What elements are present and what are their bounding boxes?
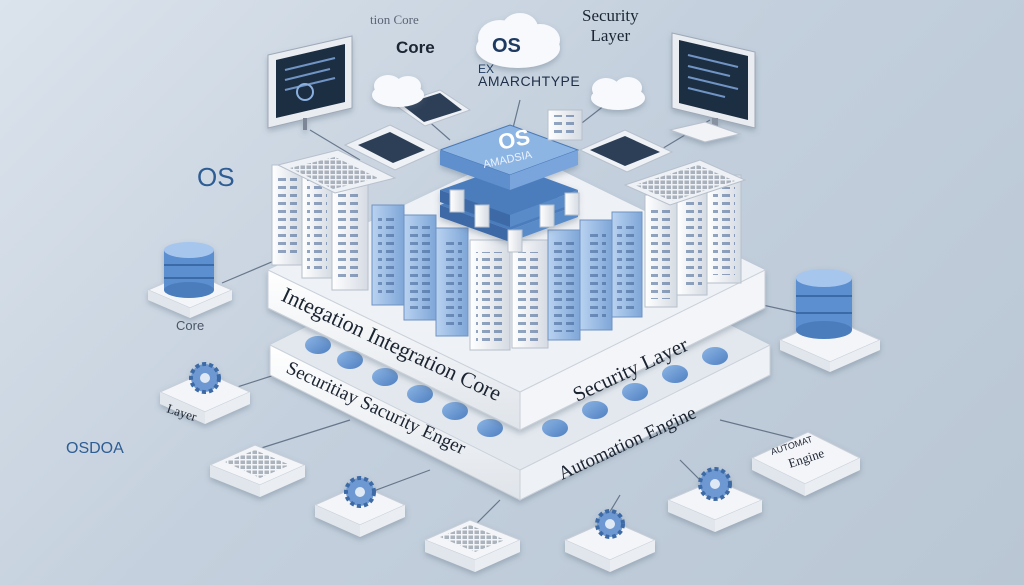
node-gear-1 [313,476,407,537]
node-gear-3 [666,467,764,532]
small-node [507,229,523,253]
small-node [564,192,580,216]
small-node [449,189,465,213]
server-racks [271,149,747,351]
database-node-left [146,242,234,318]
server-rack-icon [331,179,369,291]
cloud-ex-label: EX [478,62,494,76]
server-rack-icon [511,239,549,349]
node-engine [750,431,862,496]
monitor-icon [668,32,756,143]
server-rack-icon [676,184,708,296]
server-rack-icon [435,227,469,337]
server-rack-icon [469,239,511,351]
keyboard-icon [635,165,735,201]
node-keyboard-left [208,444,307,497]
keyboard-icon [440,525,505,552]
security-layer-caption: Security Layer [582,6,639,46]
node-layer [158,362,252,424]
server-rack-icon [547,229,581,341]
server-rack-icon [403,214,437,321]
keyboard-icon [290,157,378,189]
os-label: OS [197,162,235,192]
amarchtype-caption: AMARCHTYPE [478,73,581,89]
keyboard-icon [225,450,290,478]
server-rack-icon [706,174,742,284]
cloud-icon [372,75,424,107]
security-caption-line2: Layer [590,26,631,45]
database-icon [796,269,852,339]
cloud-icon [591,77,645,110]
small-node [539,204,555,228]
server-rack-icon [644,194,678,308]
monitor-icon [267,35,353,130]
small-node [474,204,490,228]
server-rack-icon [579,219,613,331]
core-caption: Core [396,38,435,57]
gear-icon [344,476,376,508]
gear-icon [189,362,221,394]
server-rack-icon [271,164,303,266]
monitor-icon [343,124,442,171]
cloud-os-label: OS [492,35,521,57]
node-keyboard-bottom [423,519,522,572]
node-gear-2 [563,509,657,572]
cloud-icon [476,13,560,68]
database-icon [164,242,214,298]
osdoa-label: OSDOA [66,440,124,457]
gear-icon [698,467,732,501]
database-node-right [778,269,882,372]
monitor-icon [578,129,674,173]
security-caption-line1: Security [582,6,639,25]
core-label-small: Core [176,318,205,333]
server-rack-icon [611,211,643,318]
integration-core-caption-faded: tion Core [370,12,419,27]
cylinder-row [305,336,728,437]
server-rack-icon [547,109,583,141]
server-rack-icon [371,204,405,306]
gear-icon [595,509,625,539]
